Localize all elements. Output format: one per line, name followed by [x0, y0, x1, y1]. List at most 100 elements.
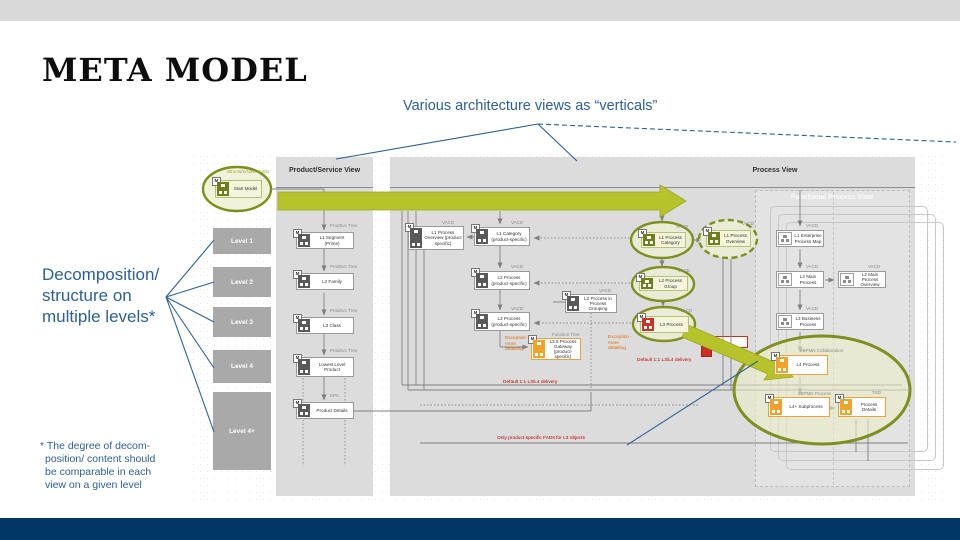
link-label: VACD — [599, 288, 612, 293]
note-exception-right: Exception - more detailing — [608, 335, 632, 352]
org-chart-icon — [770, 399, 782, 415]
node-label: L3.5 Process Gateway (product-specific) — [549, 338, 577, 360]
link-label: ProdSvc Tree — [330, 264, 358, 269]
link-label: EPC — [330, 393, 340, 398]
org-chart-icon — [778, 232, 792, 245]
node-l3-process-product: M L3 Process (product-specific) — [471, 309, 530, 331]
node-label: L2 Process in Process Grouping — [584, 295, 612, 312]
link-label: VACD — [868, 264, 881, 269]
node-label: Lowest Level Product — [318, 361, 346, 372]
link-label: eBPMN Process — [798, 391, 832, 396]
bottom-bar — [0, 518, 960, 540]
org-chart-icon — [476, 273, 488, 288]
link-label: Function Tree — [552, 332, 580, 337]
node-l1-process-overview-product: M L1 Process Overview (product specific) — [405, 223, 464, 250]
footnote-line: view on a given level — [45, 479, 142, 491]
node-lowest-level-product: M Lowest Level Product — [293, 354, 354, 377]
org-chart-icon — [643, 234, 655, 246]
link-label: ProdSvc Tree — [330, 348, 358, 353]
node-label: L3 Process — [660, 321, 683, 327]
link-label: VACD — [511, 220, 524, 225]
note-fads: Only product-specific FADs for L3 object… — [497, 436, 585, 441]
org-chart-icon — [298, 319, 310, 332]
level-4-bar: Level 4 — [213, 350, 271, 383]
annotation-line: multiple levels* — [42, 307, 156, 326]
footnote-line: be comparable in each — [45, 466, 152, 478]
node-label: Start Model — [233, 186, 258, 192]
link-label: TSD — [872, 390, 881, 395]
footnote-line: position/ content should — [45, 453, 156, 465]
node-start-model: M Start Model — [212, 177, 262, 198]
level-2-bar: Level 2 — [213, 267, 271, 297]
link-label: VACD — [511, 264, 524, 269]
org-chart-icon — [778, 315, 792, 328]
note-default-right: Default 1:1 L3/L4 delivery — [637, 358, 692, 363]
node-label: L4 Process — [796, 362, 820, 368]
node-l1-process-overview: M L1 Process Overview — [703, 227, 751, 247]
level-1-bar: Level 1 — [213, 228, 271, 254]
node-l1-process-category: M L1 Process Category — [638, 229, 686, 248]
node-label: L1 Process Overview (product specific) — [424, 230, 462, 246]
node-label: Process Details — [860, 401, 878, 412]
org-chart-icon — [708, 232, 720, 245]
org-chart-icon — [298, 404, 310, 417]
org-chart-icon — [298, 275, 310, 288]
node-label: L3 Process (product-specific) — [491, 316, 527, 327]
node-process-details: M Process Details — [835, 394, 886, 417]
node-l2-family: M L2 Family — [293, 270, 354, 290]
org-chart-icon — [476, 229, 488, 244]
link-label: VACD — [806, 264, 819, 269]
page-title: META MODEL — [42, 51, 308, 89]
link-label: VACD — [806, 223, 819, 228]
node-l2-process-in-grouping: M L2 Process in Process Grouping — [562, 291, 617, 313]
org-chart-icon — [567, 296, 579, 311]
node-l1-category: M L1 Category (product-specific) — [471, 224, 530, 246]
node-l3-class: M L3 Class — [293, 314, 354, 334]
node-label: L2 Main Process — [799, 274, 817, 285]
process-header-label: Process View — [752, 167, 798, 174]
link-label: VACD — [511, 306, 524, 311]
note-exception-left: Exception - more detailing — [505, 336, 529, 353]
level-3-bar: Level 3 — [213, 307, 271, 337]
node-label: L2 Process Group — [659, 278, 682, 289]
top-bar — [0, 0, 960, 21]
link-label: eBPMN Collaboration — [800, 348, 844, 353]
node-l4-process: M L4 Process — [771, 352, 828, 375]
nested-frame — [786, 222, 944, 470]
org-chart-icon — [840, 399, 852, 415]
org-chart-icon — [217, 182, 229, 196]
start-model-type-label: Structure/Navi Model — [227, 169, 270, 174]
node-label: L1 Process Category — [659, 234, 682, 245]
org-chart-icon — [533, 340, 545, 358]
org-chart-icon — [298, 359, 310, 375]
org-chart-icon — [476, 314, 488, 329]
node-label: L1 Enterprise Process Map — [794, 233, 822, 244]
org-chart-icon — [298, 234, 310, 247]
node-label: L3 Class — [323, 322, 341, 328]
annotation-verticals: Various architecture views as “verticals… — [403, 98, 658, 114]
org-chart-icon — [410, 228, 422, 248]
node-label: L2 Main Process Overview — [860, 271, 880, 288]
link-label: VACD — [678, 268, 691, 273]
node-l2-main-process: L2 Main Process — [776, 271, 824, 288]
link-label: VACD — [680, 308, 693, 313]
node-label: Product Details — [316, 407, 348, 413]
node-product-details: M Product Details — [293, 399, 354, 419]
link-label: VACD — [676, 224, 689, 229]
node-label: L3 Business Process — [795, 316, 821, 327]
annotation-line: structure on — [42, 286, 132, 305]
functional-watermark: Functional Process View — [790, 194, 874, 201]
link-label: VACD — [806, 306, 819, 311]
org-chart-icon — [642, 318, 654, 331]
footnote: * The degree of decom- position/ content… — [40, 440, 155, 492]
node-l4plus-subprocess: M L4+ Subprocess — [765, 394, 830, 417]
exception-flag-marker — [701, 346, 712, 357]
org-chart-icon — [840, 273, 854, 286]
node-l3-business-process: L3 Business Process — [776, 313, 824, 330]
annotation-decomposition: Decomposition/ structure on multiple lev… — [42, 264, 159, 327]
node-l1-segment: M L1 Segment (Prime) — [293, 229, 354, 249]
level-4plus-bar: Level 4+ — [213, 392, 271, 470]
node-l2-process-group: M L2 Process Group — [636, 273, 688, 291]
org-chart-icon — [778, 273, 792, 286]
